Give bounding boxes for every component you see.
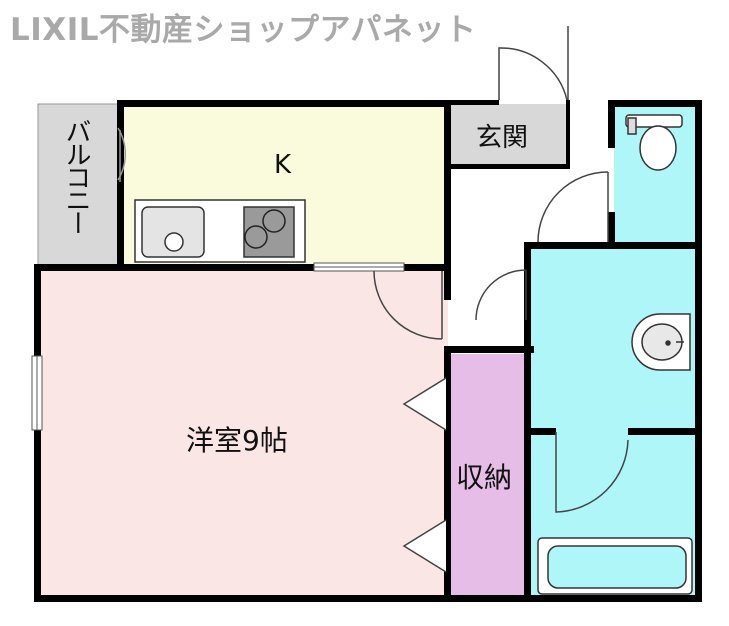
kitchen-counter xyxy=(134,199,306,263)
entrance-area xyxy=(450,104,568,164)
toilet-icon xyxy=(625,114,683,171)
balcony-area xyxy=(37,103,121,267)
closet-doors xyxy=(402,377,447,573)
room-label-balcony: バルコニー xyxy=(61,118,91,233)
doors xyxy=(117,26,629,513)
sliding-door xyxy=(313,262,405,272)
walls xyxy=(34,100,702,602)
room-label-western-room: 洋室9帖 xyxy=(186,424,288,457)
watermark: LIXIL不動産ショップアパネット xyxy=(10,12,477,48)
sink-icon xyxy=(141,206,205,258)
bathtub-icon xyxy=(537,537,693,595)
room-label-entrance: 玄関 xyxy=(476,123,529,153)
window xyxy=(31,355,43,431)
storage-area xyxy=(450,354,528,598)
room-label-storage: 収納 xyxy=(456,461,513,494)
western-room-area xyxy=(38,268,448,598)
room-label-kitchen: K xyxy=(274,150,292,180)
washbasin-icon xyxy=(631,313,691,371)
